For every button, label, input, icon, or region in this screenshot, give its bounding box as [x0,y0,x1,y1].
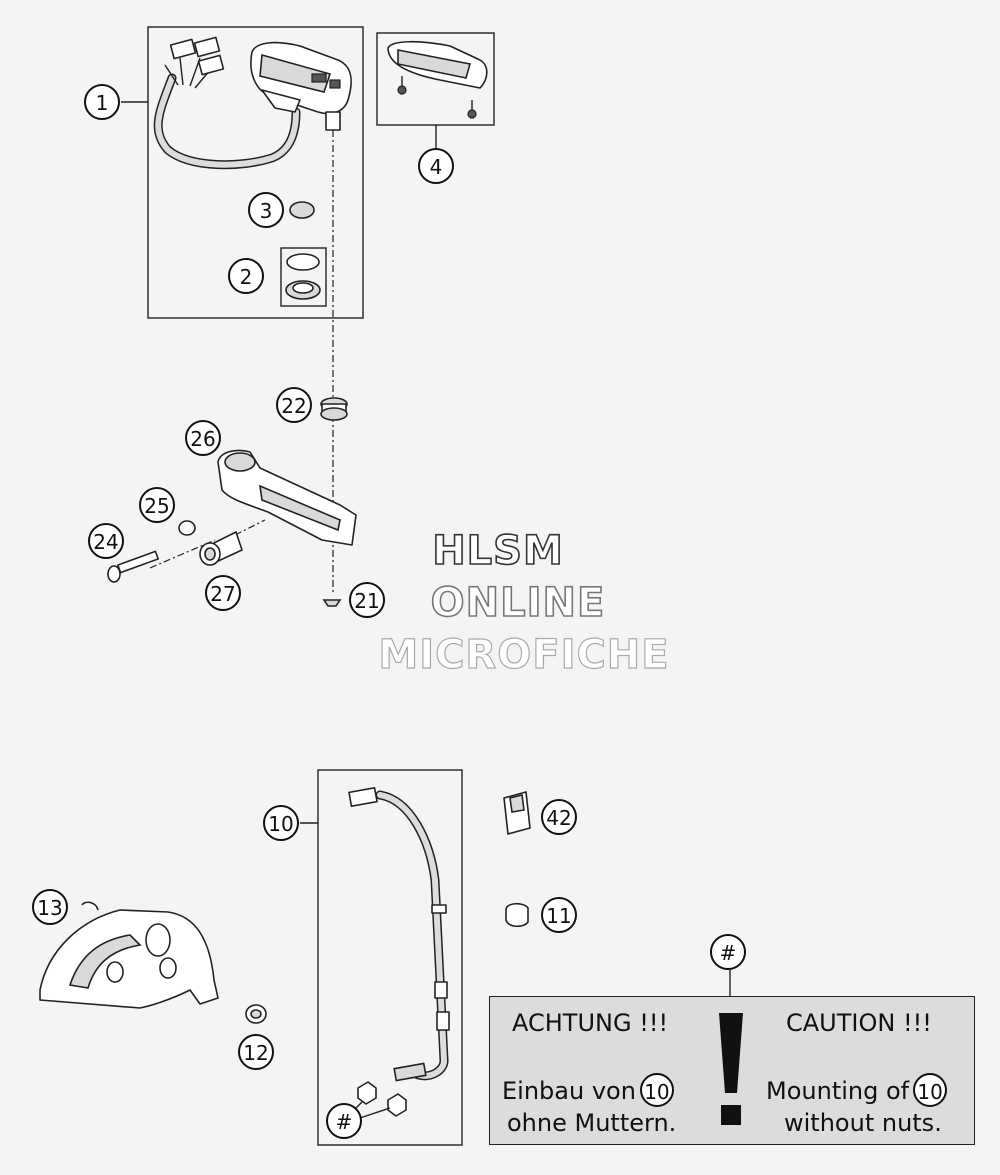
callout-25: 25 [139,487,175,523]
sleeve-part-27 [199,531,243,566]
callout-label: 26 [190,427,215,451]
callout-label: 13 [37,896,62,920]
watermark-line-2: ONLINE [430,579,606,627]
callout-circle [84,84,120,120]
watermark-line-3: MICROFICHE [378,631,670,678]
callout-circle [710,934,746,970]
caution-text-de-2: ohne Muttern. [507,1109,677,1137]
callout-label: 22 [281,394,306,418]
callout-circle [185,420,221,456]
clamp-part-11 [505,902,529,928]
speedometer-unit [250,41,352,131]
callout-label: 2 [240,265,253,289]
callout-hash-top: # [710,934,746,970]
cable-connectors [169,36,225,76]
callout-3: 3 [248,192,284,228]
callout-circle [139,487,175,523]
callout-10: 10 [263,805,299,841]
callout-13: 13 [32,889,68,925]
sensor-nuts [351,1081,407,1119]
callout-4: 4 [418,148,454,184]
callout-27: 27 [205,575,241,611]
callout-circle [349,582,385,618]
cap-part-3 [289,201,315,219]
callout-12: 12 [238,1034,274,1070]
callout-label: 24 [93,530,118,554]
watermark-line-1: HLSM [431,527,564,575]
callout-22: 22 [276,387,312,423]
kit-frame-10 [317,769,463,1146]
callout-label: 27 [210,582,235,606]
display-part-4 [387,40,488,119]
callout-label: 42 [546,806,571,830]
callout-circle [326,1103,362,1139]
callout-circle [228,258,264,294]
callout-circle [205,575,241,611]
caution-heading-en: CAUTION !!! [786,1009,932,1037]
kit-frame-2 [280,247,327,307]
callout-circle [32,889,68,925]
callout-26: 26 [185,420,221,456]
callout-circle [276,387,312,423]
callout-1: 1 [84,84,120,120]
bushing-part-25 [178,520,196,536]
caution-ref-en: 10 [913,1073,948,1107]
callout-circle [238,1034,274,1070]
callout-circle [248,192,284,228]
clip-part-42 [503,791,531,835]
screw-part-21 [322,599,342,607]
callout-circle [263,805,299,841]
callout-circle [418,148,454,184]
callout-label: 12 [243,1041,268,1065]
exclamation-icon [719,1013,743,1125]
callout-label: 11 [546,904,571,928]
speed-sensor-cable [348,787,450,1082]
callout-2: 2 [228,258,264,294]
callout-24: 24 [88,523,124,559]
callout-label: # [720,941,737,965]
callout-label: 3 [260,199,273,223]
cover-part-2 [285,253,321,300]
spacer-part-12 [245,1004,267,1024]
callout-label: 25 [144,494,169,518]
caution-en-line1: Mounting of [766,1077,910,1105]
speedometer-cable [153,57,301,170]
callout-11: 11 [541,897,577,933]
caution-heading-de: ACHTUNG !!! [512,1009,669,1037]
callout-label: 21 [354,589,379,613]
callout-label: 10 [268,812,293,836]
grommet-part-22 [320,397,348,421]
callout-42: 42 [541,799,577,835]
kit-frame-1 [147,26,364,319]
caution-ref-de: 10 [639,1073,674,1107]
callout-circle [541,897,577,933]
disc-guard-part-13 [39,901,219,1009]
caution-de-line1: Einbau von [502,1077,636,1105]
callout-label: # [336,1110,353,1134]
bolt-part-24 [107,519,266,583]
callout-hash-bottom: # [326,1103,362,1139]
callout-21: 21 [349,582,385,618]
bracket-part-26 [217,449,357,546]
callout-label: 1 [96,91,109,115]
callout-label: 4 [430,155,443,179]
callout-circle [541,799,577,835]
callout-circle [88,523,124,559]
caution-text-en-2: without nuts. [784,1109,942,1137]
